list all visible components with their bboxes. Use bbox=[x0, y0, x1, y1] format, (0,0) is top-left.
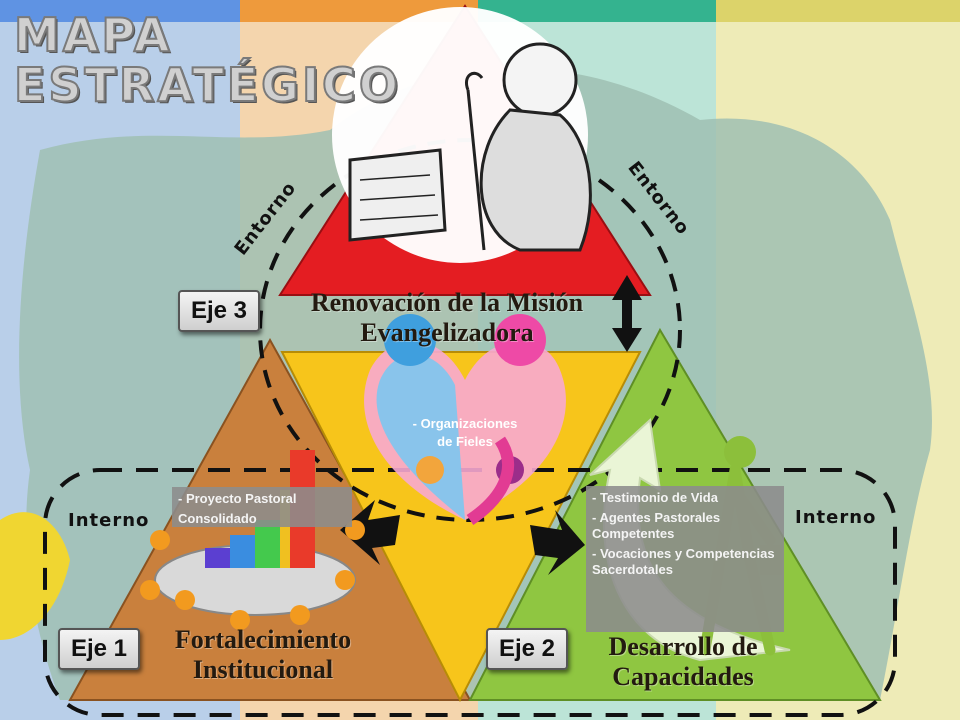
eje1-badge[interactable]: Eje 1 bbox=[58, 628, 140, 670]
center-text-line-1: - Organizaciones bbox=[412, 416, 518, 431]
eje1-list-box: - Proyecto Pastoral Consolidado bbox=[172, 487, 352, 527]
eje2-label: Desarrollo de Capacidades bbox=[578, 632, 788, 692]
page-title: MAPA ESTRATÉGICO bbox=[13, 8, 401, 112]
double-arrow-icon bbox=[612, 275, 642, 352]
eje1-list-item-1: - Proyecto Pastoral bbox=[178, 491, 297, 506]
eje1-label-line-2: Institucional bbox=[192, 655, 334, 684]
eje2-list-box: - Testimonio de Vida - Agentes Pastorale… bbox=[586, 486, 784, 632]
pastor-icon bbox=[348, 42, 592, 252]
interno-left-label: Interno bbox=[68, 510, 150, 531]
eje1-list-item-2: Consolidado bbox=[178, 511, 257, 526]
left-pointer-arrow bbox=[340, 500, 400, 565]
center-text: - Organizaciones de Fieles bbox=[405, 415, 525, 451]
center-text-line-2: de Fieles bbox=[437, 434, 493, 449]
topbar-green bbox=[478, 0, 716, 22]
eje2-label-line-1: Desarrollo de bbox=[608, 632, 758, 661]
title-line-2: ESTRATÉGICO bbox=[13, 58, 401, 112]
topbar-blue bbox=[0, 0, 240, 22]
eje2-list-item-3: - Vocaciones y Competencias Sacerdotales bbox=[592, 546, 775, 577]
title-line-1: MAPA bbox=[13, 8, 173, 62]
eje2-label-line-2: Capacidades bbox=[612, 662, 754, 691]
eje2-badge[interactable]: Eje 2 bbox=[486, 628, 568, 670]
eje1-label-line-1: Fortalecimiento bbox=[174, 625, 352, 654]
eje2-list-item-2: - Agentes Pastorales Competentes bbox=[592, 510, 721, 541]
map-region-yellow bbox=[0, 512, 70, 640]
eje2-list-item-1: - Testimonio de Vida bbox=[592, 490, 718, 505]
interno-right-label: Interno bbox=[795, 507, 877, 528]
eje3-label: Renovación de la Misión Evangelizadora bbox=[272, 288, 622, 348]
right-pointer-arrow bbox=[530, 510, 585, 575]
family-icon bbox=[364, 314, 566, 525]
topbar-yellow bbox=[716, 0, 960, 22]
eje3-label-line-2: Evangelizadora bbox=[360, 318, 534, 347]
eje3-label-line-1: Renovación de la Misión bbox=[310, 288, 584, 317]
eje1-label: Fortalecimiento Institucional bbox=[148, 625, 378, 685]
eje3-badge[interactable]: Eje 3 bbox=[178, 290, 260, 332]
